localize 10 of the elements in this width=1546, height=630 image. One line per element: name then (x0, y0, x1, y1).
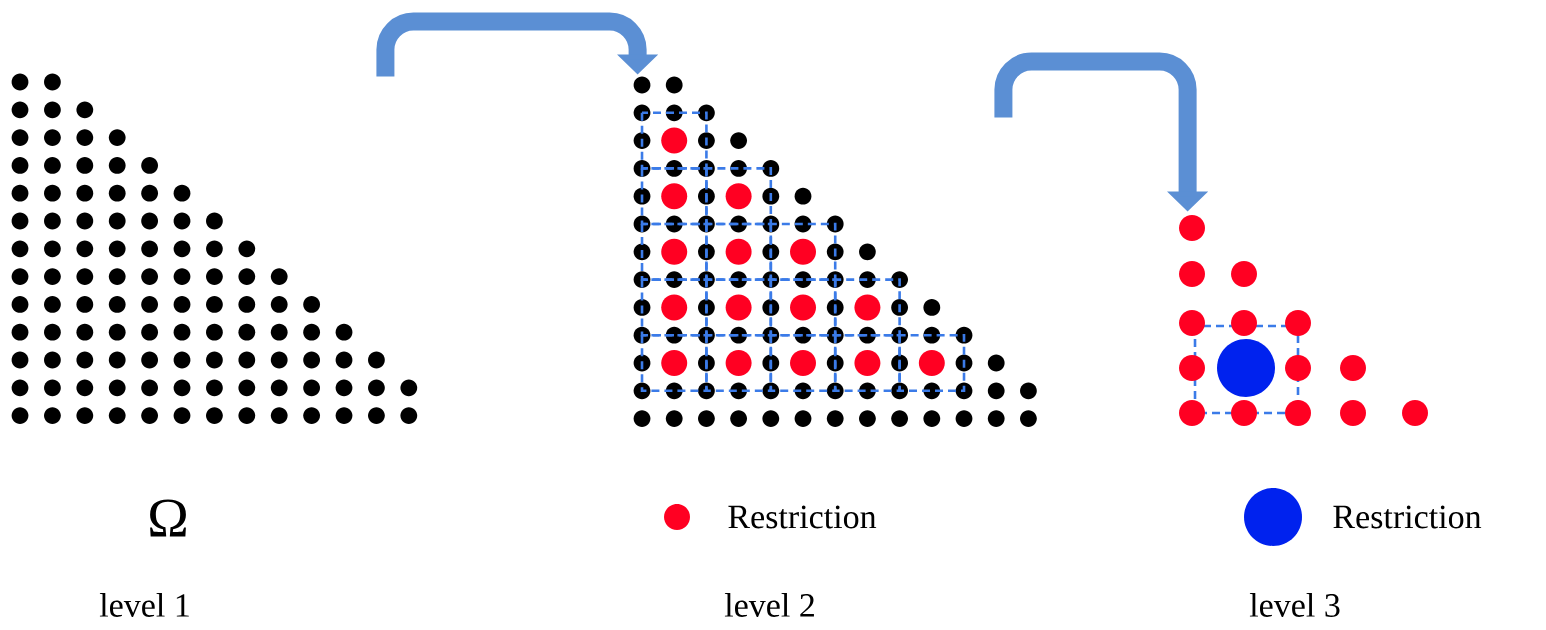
domain-symbol: Ω (150, 499, 186, 537)
level-label: level 2 (724, 593, 814, 617)
level-label: level 3 (1249, 593, 1340, 617)
curved-arrow (376, 12, 659, 77)
dot-grid-drawing (1179, 215, 1428, 426)
legend-label: Restriction (728, 505, 877, 529)
legend-label: Restriction (1333, 505, 1482, 529)
dot-grid-drawing (11, 73, 418, 424)
dot-grid-drawing (633, 76, 1037, 427)
level-label: level 1 (99, 593, 189, 617)
